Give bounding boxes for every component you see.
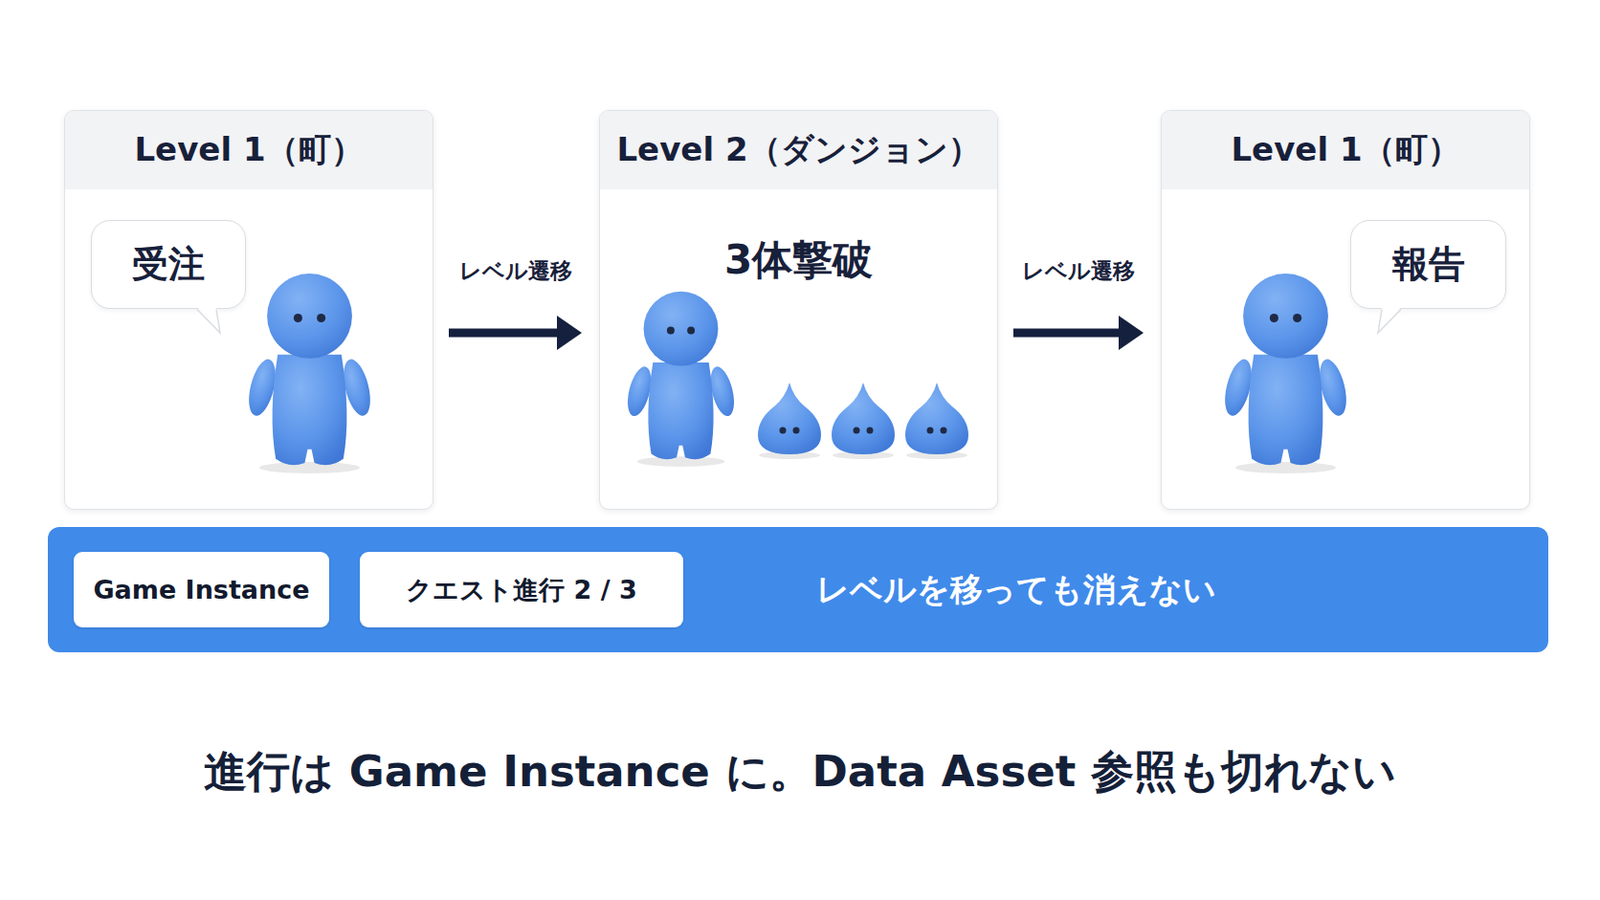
speech-bubble: 報告 [1350, 220, 1507, 310]
level-panel: Level 2（ダンジョン） 3体撃破 [599, 110, 999, 511]
bubble-tail-outline [1377, 310, 1401, 334]
band-note: レベルを移っても消えない [816, 527, 1217, 653]
level-title: Level 1（町） [65, 111, 433, 190]
character-figure [1220, 273, 1352, 474]
arrow-head [556, 315, 582, 351]
bubble-text: 受注 [132, 240, 205, 289]
character-figure [622, 291, 738, 467]
info-chip: クエスト進行 2 / 3 [359, 552, 684, 628]
chip-label: クエスト進行 2 / 3 [405, 573, 638, 608]
arrow-head [1118, 315, 1144, 351]
info-chip: Game Instance [73, 552, 330, 628]
level-title: Level 1（町） [1161, 111, 1530, 190]
game-instance-band: レベルを移っても消えない Game Instance クエスト進行 2 / 3 [47, 527, 1549, 653]
slime-figure [831, 382, 895, 460]
bubble-text: 報告 [1392, 240, 1466, 289]
slime-figure [757, 382, 822, 460]
level-panel: Level 1（町） 報告 [1160, 110, 1531, 511]
level-title: Level 2（ダンジョン） [600, 111, 998, 190]
objective-text: 3体撃破 [600, 233, 998, 288]
transition-arrow [1013, 315, 1144, 351]
caption: 進行は Game Instance に。Data Asset 参照も切れない [203, 743, 1397, 801]
slime-figure [905, 382, 969, 460]
arrow-shaft [448, 329, 561, 338]
bubble-tail-fill [1377, 307, 1401, 334]
edge-label: レベル遷移 [456, 256, 576, 287]
level-panel: Level 1（町） 受注 [64, 110, 434, 511]
arrow-shaft [1013, 329, 1123, 338]
bubble-tail-fill [197, 307, 221, 334]
character-figure [244, 273, 376, 474]
bubble-tail-outline [197, 310, 221, 334]
edge-label: レベル遷移 [1019, 256, 1138, 287]
transition-arrow [448, 315, 582, 351]
speech-bubble: 受注 [90, 220, 246, 310]
chip-label: Game Instance [92, 575, 310, 605]
